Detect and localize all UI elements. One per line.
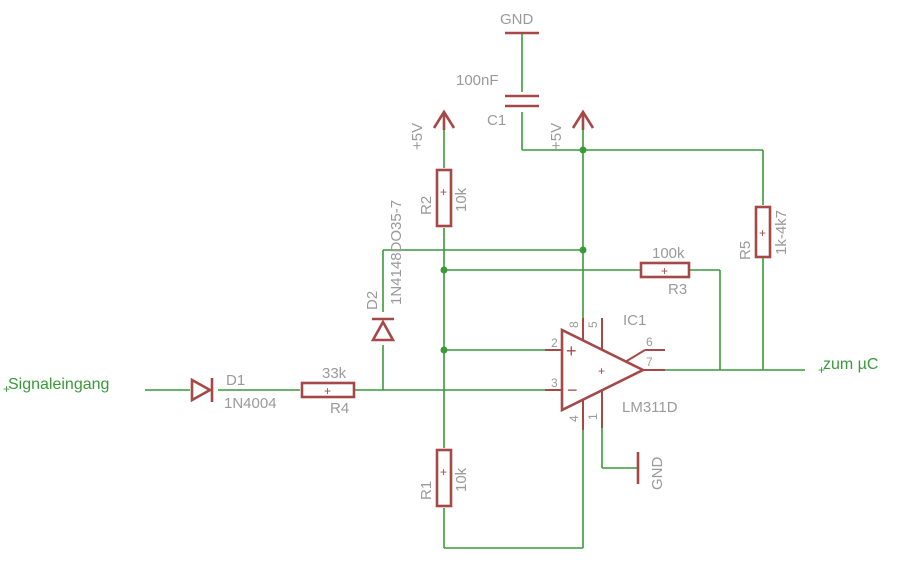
r5-value: 1k-4k7 — [773, 210, 790, 255]
r2-value: 10k — [453, 187, 470, 212]
r2-name: R2 — [418, 196, 435, 215]
gnd-symbol-top: GND — [500, 11, 539, 35]
r3-value: 100k — [652, 245, 685, 262]
resistor-r2: + R2 10k — [418, 168, 470, 228]
junction-dot — [579, 246, 587, 254]
net-output-label: zum µC — [823, 356, 878, 373]
r4-name: R4 — [330, 400, 349, 417]
capacitor-c1: 100nF C1 — [456, 72, 539, 129]
svg-text:+: + — [440, 185, 447, 199]
gnd-symbol-right: GND — [636, 452, 666, 491]
ic1-inner-plus: + — [598, 364, 605, 378]
resistor-r4: + 33k R4 — [300, 365, 356, 417]
net-output-marker: + — [818, 363, 825, 377]
svg-text:+: + — [440, 465, 447, 479]
pin-number: 6 — [646, 335, 653, 349]
resistor-r3: + 100k R3 — [639, 245, 691, 298]
comparator-ic1: + − + 2 3 8 5 4 1 6 7 IC1 LM311D — [545, 312, 678, 430]
gnd-right-label: GND — [649, 457, 666, 491]
r4-value: 33k — [322, 365, 347, 382]
c1-value: 100nF — [456, 72, 499, 89]
d1-value: 1N4004 — [224, 395, 277, 412]
vcc-symbol-left: +5V — [409, 109, 456, 150]
net-output: + zum µC — [818, 356, 878, 377]
pin-number: 4 — [567, 415, 581, 422]
ic1-name: IC1 — [623, 312, 646, 329]
pin-number: 1 — [586, 413, 600, 420]
net-input-label: Signaleingang — [8, 376, 109, 393]
d1-name: D1 — [226, 372, 245, 389]
pin-number: 8 — [567, 321, 581, 328]
ic1-minus-symbol: − — [567, 380, 578, 400]
svg-text:+: + — [759, 226, 766, 240]
pin-number: 3 — [551, 376, 558, 390]
resistor-r5: + R5 1k-4k7 — [737, 205, 790, 260]
gnd-top-label: GND — [500, 11, 534, 28]
vcc-symbol-right: +5V — [548, 109, 595, 150]
ic1-value: LM311D — [622, 399, 678, 416]
net-input-marker: + — [3, 382, 10, 396]
svg-text:+: + — [661, 264, 668, 278]
d2-name: D2 — [364, 291, 381, 310]
r1-name: R1 — [418, 481, 435, 500]
vcc-right-label: +5V — [548, 123, 565, 150]
junction-dot — [440, 266, 448, 274]
pin-number: 5 — [586, 321, 600, 328]
ic1-plus-symbol: + — [566, 341, 577, 361]
svg-text:+: + — [324, 384, 331, 398]
r3-name: R3 — [668, 281, 687, 298]
c1-name: C1 — [487, 112, 506, 129]
net-input: + Signaleingang — [3, 376, 109, 396]
junctions — [440, 146, 587, 354]
pin-number: 2 — [551, 336, 558, 350]
r1-value: 10k — [453, 467, 470, 492]
d2-value: 1N4148DO35-7 — [388, 200, 405, 305]
junction-dot — [440, 346, 448, 354]
junction-dot — [579, 146, 587, 154]
pin-number: 7 — [646, 355, 653, 369]
wires — [145, 33, 805, 549]
resistor-r1: + R1 10k — [418, 448, 470, 508]
vcc-left-label: +5V — [409, 123, 426, 150]
diode-d2: D2 1N4148DO35-7 — [364, 200, 405, 342]
diode-d1: D1 1N4004 — [190, 372, 277, 412]
r5-name: R5 — [737, 241, 754, 260]
